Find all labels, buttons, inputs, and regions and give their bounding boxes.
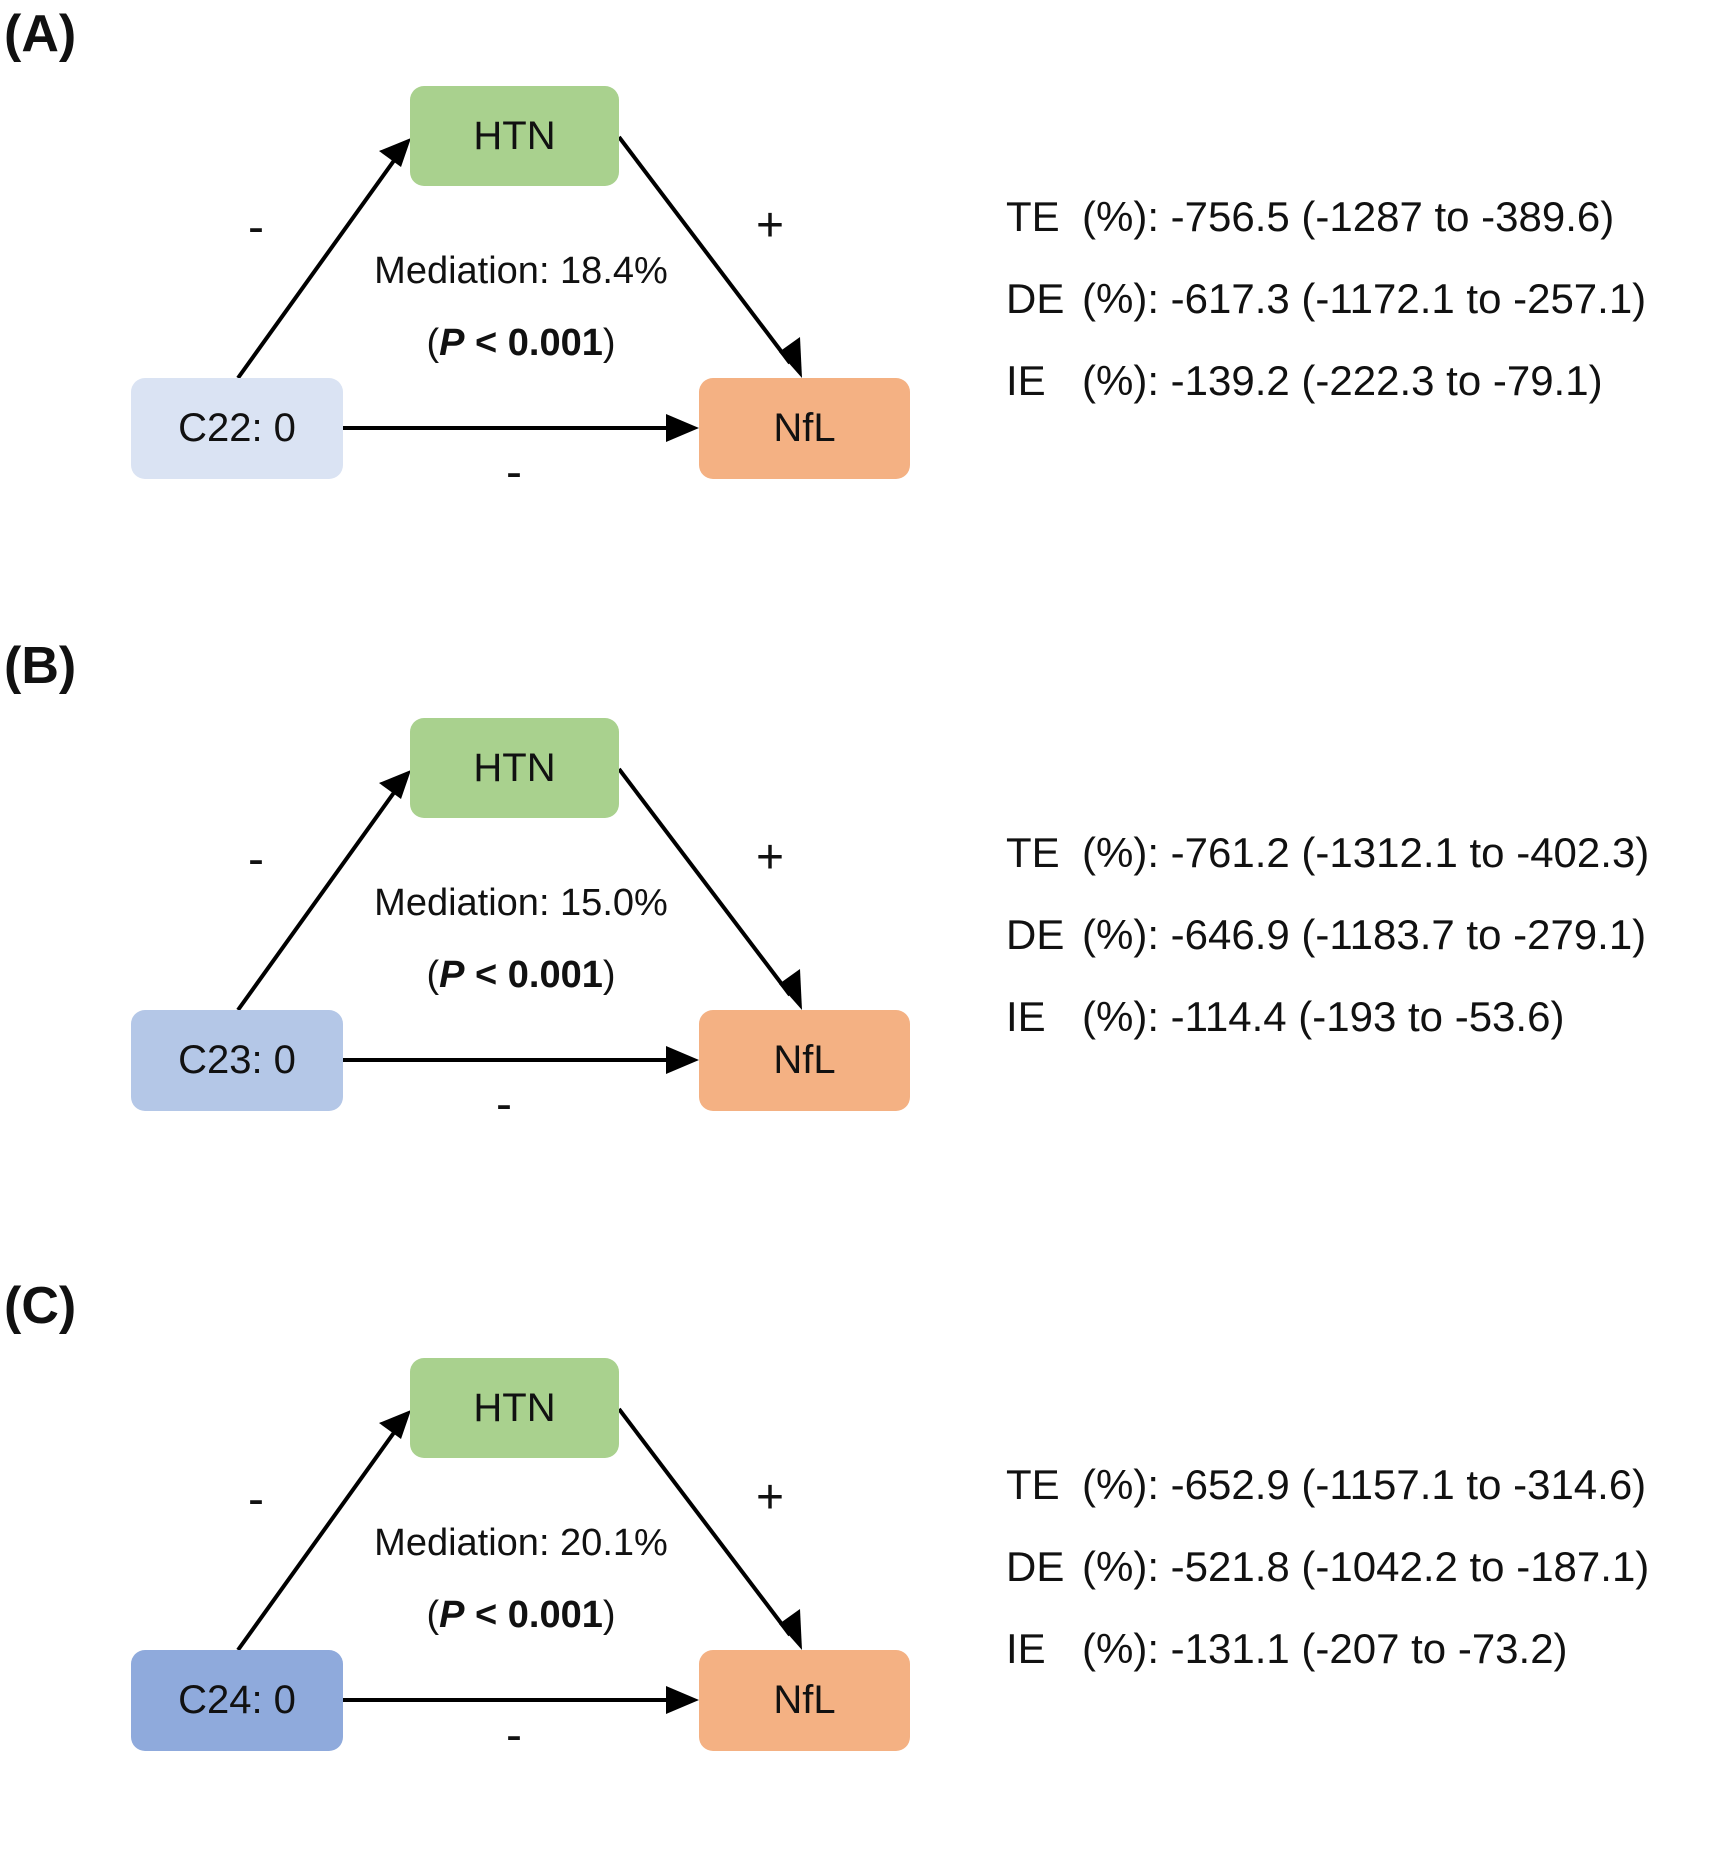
panel-label: (A) <box>4 5 77 63</box>
stat-value: (%): -761.2 (-1312.1 to -402.3) <box>1082 829 1650 876</box>
arrowhead-source-to-mediator <box>379 138 411 167</box>
arrowhead-mediator-to-outcome <box>779 1609 802 1650</box>
sign-mediator-outcome: + <box>756 831 785 884</box>
p-rest: < 0.001 <box>464 954 603 996</box>
stat-row-de: DE (%): -646.9 (-1183.7 to -279.1) <box>1006 894 1649 976</box>
sign-source-mediator: - <box>248 1473 264 1526</box>
p-close: ) <box>602 1594 616 1636</box>
stat-key: TE <box>1006 829 1060 876</box>
mediation-text: Mediation: 15.0% <box>374 882 668 924</box>
stat-key: DE <box>1006 911 1065 958</box>
sign-source-outcome: - <box>506 1709 522 1762</box>
p-value: (P < 0.001) <box>340 322 702 365</box>
effect-stats: TE (%): -761.2 (-1312.1 to -402.3) DE (%):… <box>1006 812 1649 1058</box>
p-close: ) <box>602 322 616 364</box>
stat-key: TE <box>1006 193 1060 240</box>
stat-row-ie: IE (%): -114.4 (-193 to -53.6) <box>1006 976 1649 1058</box>
source-node: C22: 0 <box>131 378 343 479</box>
sign-source-outcome: - <box>506 446 522 499</box>
sign-mediator-outcome: + <box>756 1471 785 1524</box>
stat-row-de: DE (%): -617.3 (-1172.1 to -257.1) <box>1006 258 1646 340</box>
arrow-mediator-to-outcome <box>617 767 792 997</box>
path-arrows <box>236 1407 802 1714</box>
stat-row-ie: IE (%): -131.1 (-207 to -73.2) <box>1006 1608 1649 1690</box>
p-close: ) <box>602 954 616 996</box>
stat-row-te: TE (%): -756.5 (-1287 to -389.6) <box>1006 176 1646 258</box>
arrow-mediator-to-outcome <box>617 1407 792 1637</box>
arrowhead-mediator-to-outcome <box>779 969 802 1010</box>
arrow-mediator-to-outcome <box>617 135 792 365</box>
stat-key: IE <box>1006 993 1046 1040</box>
p-rest: < 0.001 <box>464 1594 603 1636</box>
effect-stats: TE (%): -652.9 (-1157.1 to -314.6) DE (%):… <box>1006 1444 1649 1690</box>
stat-value: (%): -756.5 (-1287 to -389.6) <box>1082 193 1615 240</box>
mediator-node: HTN <box>410 718 619 818</box>
panel-b: (B) HTN C23: 0 NfL - + - Mediation: 15.0… <box>0 632 1713 1232</box>
path-arrows <box>236 135 802 442</box>
p-rest: < 0.001 <box>464 322 603 364</box>
sign-source-mediator: - <box>248 201 264 254</box>
panel-c: (C) HTN C24: 0 NfL - + - Mediation: 20.1… <box>0 1272 1713 1872</box>
arrowhead-source-to-outcome <box>666 1686 699 1714</box>
mediation-text: Mediation: 20.1% <box>374 1522 668 1564</box>
p-letter: P <box>439 1594 465 1636</box>
stat-value: (%): -646.9 (-1183.7 to -279.1) <box>1082 911 1647 958</box>
source-node: C24: 0 <box>131 1650 343 1751</box>
stat-row-de: DE (%): -521.8 (-1042.2 to -187.1) <box>1006 1526 1649 1608</box>
sign-source-mediator: - <box>248 833 264 886</box>
p-value: (P < 0.001) <box>340 954 702 997</box>
stat-value: (%): -139.2 (-222.3 to -79.1) <box>1082 357 1603 404</box>
sign-mediator-outcome: + <box>756 199 785 252</box>
panel-label: (B) <box>4 637 77 695</box>
stat-key: DE <box>1006 275 1065 322</box>
p-value: (P < 0.001) <box>340 1594 702 1637</box>
outcome-node: NfL <box>699 1650 910 1751</box>
p-letter: P <box>439 322 465 364</box>
path-arrows <box>236 767 802 1074</box>
stat-value: (%): -652.9 (-1157.1 to -314.6) <box>1082 1461 1647 1508</box>
arrowhead-source-to-outcome <box>666 414 699 442</box>
arrow-source-to-mediator <box>236 785 400 1012</box>
stat-key: IE <box>1006 1625 1046 1672</box>
stat-value: (%): -617.3 (-1172.1 to -257.1) <box>1082 275 1647 322</box>
stat-row-te: TE (%): -761.2 (-1312.1 to -402.3) <box>1006 812 1649 894</box>
p-open: ( <box>426 322 440 364</box>
stat-row-ie: IE (%): -139.2 (-222.3 to -79.1) <box>1006 340 1646 422</box>
stat-key: DE <box>1006 1543 1065 1590</box>
panel-label: (C) <box>4 1277 77 1335</box>
stat-value: (%): -114.4 (-193 to -53.6) <box>1082 993 1565 1040</box>
stat-row-te: TE (%): -652.9 (-1157.1 to -314.6) <box>1006 1444 1649 1526</box>
sign-source-outcome: - <box>496 1078 512 1131</box>
outcome-node: NfL <box>699 1010 910 1111</box>
arrowhead-mediator-to-outcome <box>779 337 802 378</box>
p-open: ( <box>426 954 440 996</box>
arrowhead-source-to-mediator <box>379 770 411 799</box>
arrow-source-to-mediator <box>236 153 400 380</box>
source-node: C23: 0 <box>131 1010 343 1111</box>
p-letter: P <box>439 954 465 996</box>
stat-key: TE <box>1006 1461 1060 1508</box>
mediator-node: HTN <box>410 86 619 186</box>
stat-value: (%): -521.8 (-1042.2 to -187.1) <box>1082 1543 1650 1590</box>
mediation-text: Mediation: 18.4% <box>374 250 668 292</box>
stat-key: IE <box>1006 357 1046 404</box>
panel-a: (A) HTN C22: 0 NfL - + - Mediation: 18.4… <box>0 0 1713 600</box>
p-open: ( <box>426 1594 440 1636</box>
stat-value: (%): -131.1 (-207 to -73.2) <box>1082 1625 1568 1672</box>
mediator-node: HTN <box>410 1358 619 1458</box>
effect-stats: TE (%): -756.5 (-1287 to -389.6) DE (%): -… <box>1006 176 1646 422</box>
outcome-node: NfL <box>699 378 910 479</box>
arrowhead-source-to-outcome <box>666 1046 699 1074</box>
arrow-source-to-mediator <box>236 1425 400 1652</box>
arrowhead-source-to-mediator <box>379 1410 411 1439</box>
